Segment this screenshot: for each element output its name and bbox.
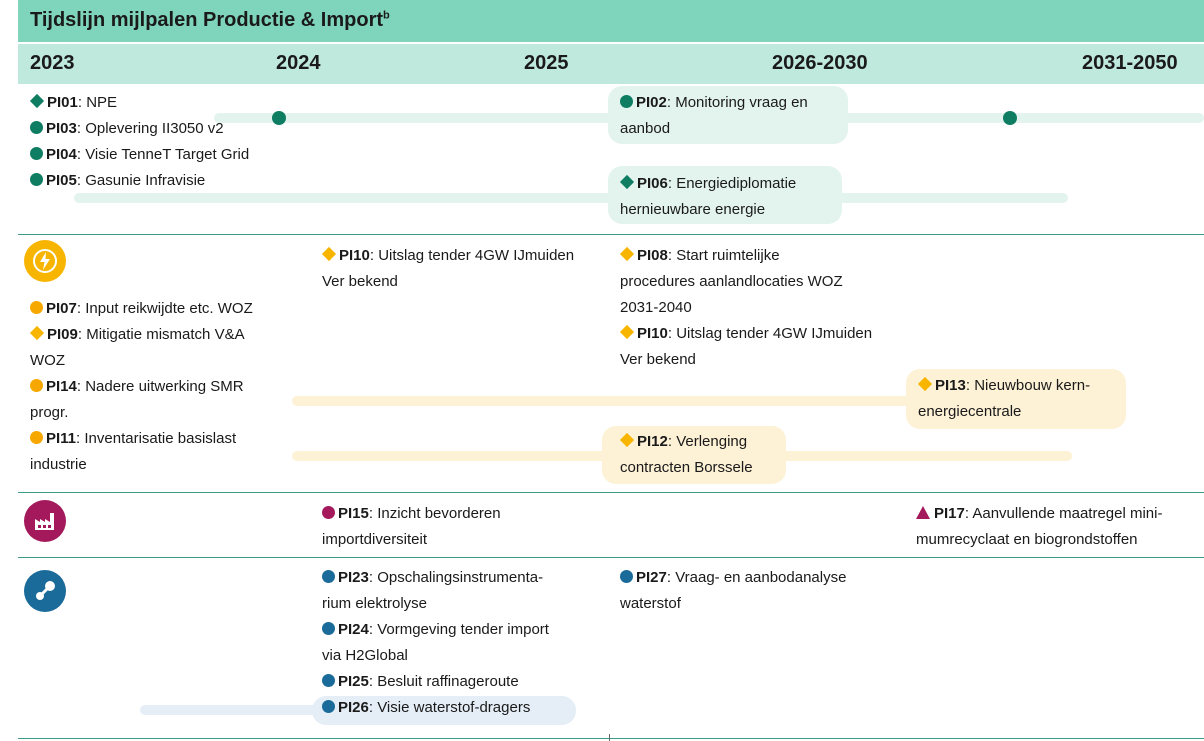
diamond-marker-icon [619,324,635,340]
molecule-icon [24,570,66,612]
section-divider [18,557,1204,558]
page-title: Tijdslijn mijlpalen Productie & Importb [30,9,390,31]
diamond-marker-icon [29,93,45,109]
milestone-item: PI01: NPE [29,90,249,116]
diamond-marker-icon [917,376,933,392]
circle-marker-icon [322,505,335,519]
milestone-list: PI07: Input reikwijdte etc. WOZ PI09: Mi… [29,296,253,478]
section-divider [18,492,1204,493]
circle-marker-icon [30,300,43,314]
circle-marker-icon [322,569,335,583]
year-2023: 2023 [30,52,75,74]
tick-mark [609,734,610,741]
milestone-item: PI25: Besluit raffinageroute [322,669,549,695]
milestone-item: PI07: Input reikwijdte etc. WOZ [30,296,253,322]
circle-marker-icon [322,699,335,713]
diamond-marker-icon [321,246,337,262]
milestone-pill [608,166,842,224]
lightning-icon [24,240,66,282]
diamond-marker-icon [29,325,45,341]
milestone-list: PI17: Aanvullende maatregel mini-mumrecy… [916,501,1162,553]
milestone-item: PI26: Visie waterstof-dragers [322,695,549,721]
milestone-list: PI01: NPE PI03: Oplevering II3050 v2 PI0… [29,90,249,194]
section-divider [18,234,1204,235]
timeline-dot [1003,111,1017,125]
milestone-pill [906,369,1126,429]
milestone-pill [312,696,576,725]
year-2026-2030: 2026-2030 [772,52,868,74]
triangle-marker-icon [916,505,930,519]
milestone-item: PI05: Gasunie Infravisie [30,168,249,194]
factory-icon [24,500,66,542]
timeline-bar [74,193,1068,203]
diamond-marker-icon [619,174,635,190]
circle-marker-icon [30,172,43,186]
year-2025: 2025 [524,52,569,74]
section-divider [18,738,1204,739]
circle-marker-icon [620,569,633,583]
timeline-bar [140,705,340,715]
milestone-item: PI23: Opschalingsinstrumenta-rium elektr… [322,569,544,612]
circle-marker-icon [30,430,43,444]
circle-marker-icon [322,621,335,635]
milestone-item: PI03: Oplevering II3050 v2 [30,116,249,142]
circle-marker-icon [30,146,43,160]
circle-marker-icon [322,673,335,687]
year-2024: 2024 [276,52,321,74]
timeline-bar [292,396,912,406]
circle-marker-icon [30,378,43,392]
timeline-dot [272,111,286,125]
milestone-item: PI04: Visie TenneT Target Grid [30,142,249,168]
milestone-item: PI13: Nieuwbouw kern-energiecentrale [917,376,1091,420]
milestone-item: PI17: Aanvullende maatregel mini-mumrecy… [916,505,1163,548]
milestone-pill [608,86,848,144]
milestone-list: PI13: Nieuwbouw kern-energiecentrale [917,373,1091,425]
title-bar [18,0,1204,42]
milestone-pill [602,426,786,484]
diamond-marker-icon [619,432,635,448]
circle-marker-icon [620,94,633,108]
year-2031-2050: 2031-2050 [1082,52,1178,74]
circle-marker-icon [30,120,43,134]
year-bar [18,44,1204,84]
diamond-marker-icon [619,246,635,262]
milestone-list: PI23: Opschalingsinstrumenta-rium elektr… [322,565,549,721]
